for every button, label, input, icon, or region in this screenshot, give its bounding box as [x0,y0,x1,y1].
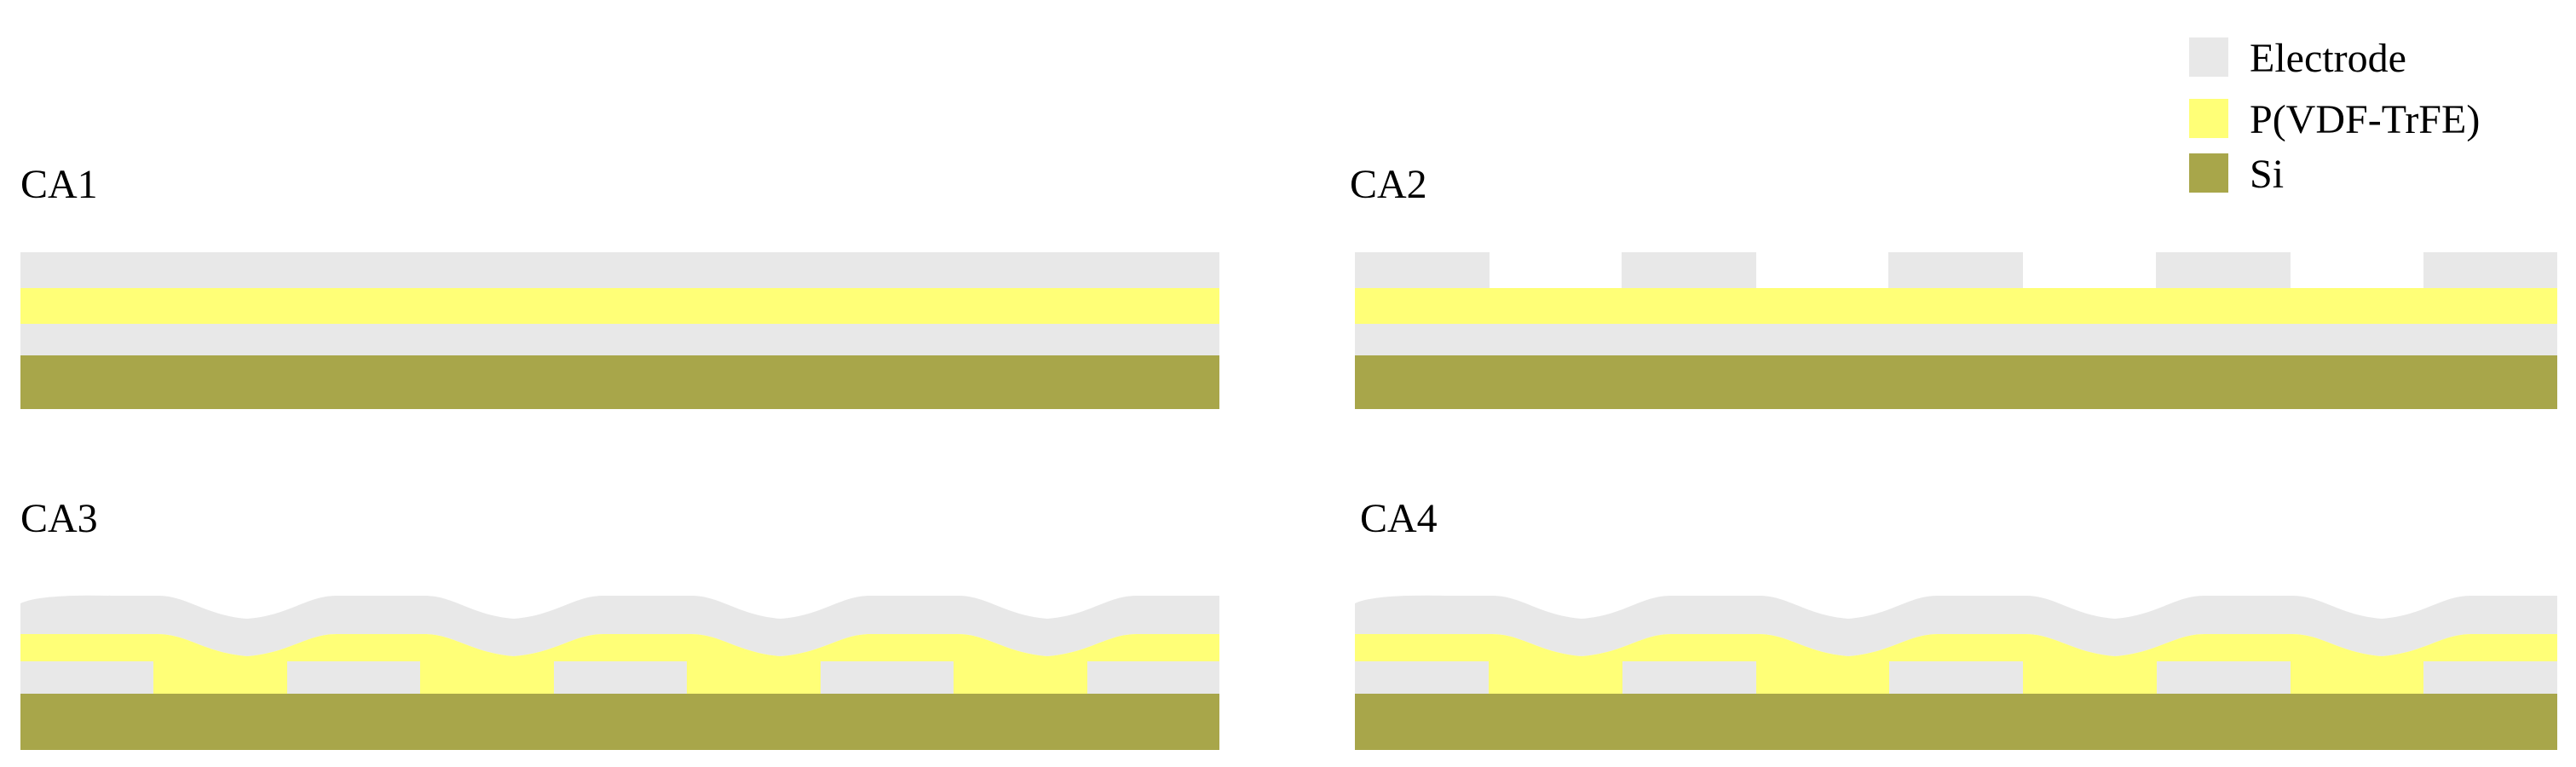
ca4-bottom-electrode-segment [2157,661,2291,694]
ca3-si-substrate [20,694,1219,750]
legend: Electrode P(VDF-TrFE) Si [2189,36,2480,197]
panel-label-ca3: CA3 [20,496,98,541]
legend-label-electrode: Electrode [2250,36,2406,81]
ca3-bottom-electrode-segment [821,661,954,694]
ca4-top-electrode-wavy [1355,595,2557,656]
ca2-top-electrode-segment [2156,252,2291,288]
ca2-bottom-electrode [1355,324,2557,355]
legend-swatch-si [2189,153,2228,193]
ca1-si-substrate [20,355,1219,409]
ca3-pvdf-wavy [20,634,1219,661]
legend-label-pvdf: P(VDF-TrFE) [2250,97,2480,142]
legend-label-si: Si [2250,152,2284,197]
ca2-top-electrode-segment [1355,252,1490,288]
panel-ca2-diagram [1355,252,2557,409]
panel-label-ca4: CA4 [1360,496,1438,541]
ca3-bottom-electrode-segment [1087,661,1219,694]
ca4-bottom-electrode-segment [1622,661,1756,694]
panel-ca3-diagram [20,595,1219,750]
ca4-si-substrate [1355,694,2557,750]
ca1-bottom-electrode [20,324,1219,355]
legend-swatch-electrode [2189,37,2228,77]
ca1-top-electrode [20,252,1219,288]
ca3-bottom-electrode-segment [554,661,687,694]
ca4-bottom-electrode-segment [2423,661,2557,694]
ca4-pvdf-wavy [1355,634,2557,661]
panel-ca4-diagram [1355,595,2557,750]
ca1-pvdf-layer [20,288,1219,324]
ca2-pvdf-layer [1355,288,2557,324]
legend-swatch-pvdf [2189,99,2228,138]
ca2-top-electrode-segment [1888,252,2023,288]
ca4-bottom-electrode-segment [1355,661,1489,694]
panel-ca1-diagram [20,252,1219,409]
ca2-top-electrode-segment [2423,252,2557,288]
ca2-top-electrode-segment [1622,252,1756,288]
ca3-bottom-electrode-segment [20,661,153,694]
ca3-top-electrode-wavy [20,595,1219,656]
panel-label-ca1: CA1 [20,162,98,207]
ca4-bottom-electrode-segment [1889,661,2023,694]
ca3-bottom-electrode-segment [287,661,420,694]
ca2-si-substrate [1355,355,2557,409]
panel-label-ca2: CA2 [1350,162,1427,207]
